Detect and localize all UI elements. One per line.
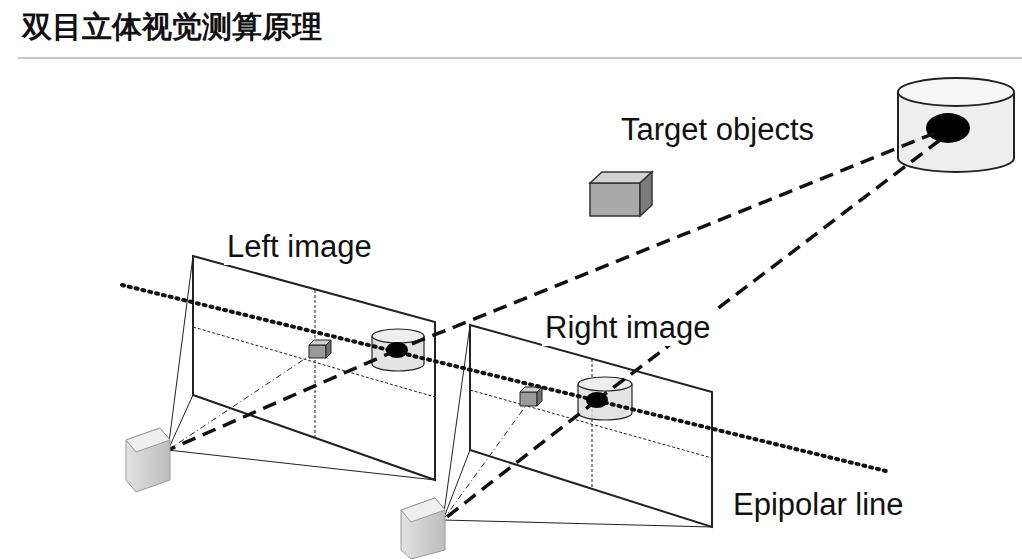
left-image-point xyxy=(386,342,408,358)
epipolar-label: Epipolar line xyxy=(730,487,907,523)
left-camera xyxy=(126,428,170,492)
left-camera-view xyxy=(168,256,435,480)
epipolar-line xyxy=(122,285,890,472)
right-camera-view xyxy=(443,325,712,527)
target-cube xyxy=(590,172,652,216)
right-image-label: Right image xyxy=(542,310,713,346)
target-label: Target objects xyxy=(618,112,817,148)
left-image-label: Left image xyxy=(224,229,375,265)
slide-title: 双目立体视觉测算原理 xyxy=(22,10,322,45)
title-rule xyxy=(18,57,1022,59)
right-image-point xyxy=(586,392,608,408)
projection-rays xyxy=(168,133,940,520)
right-camera xyxy=(401,498,445,559)
